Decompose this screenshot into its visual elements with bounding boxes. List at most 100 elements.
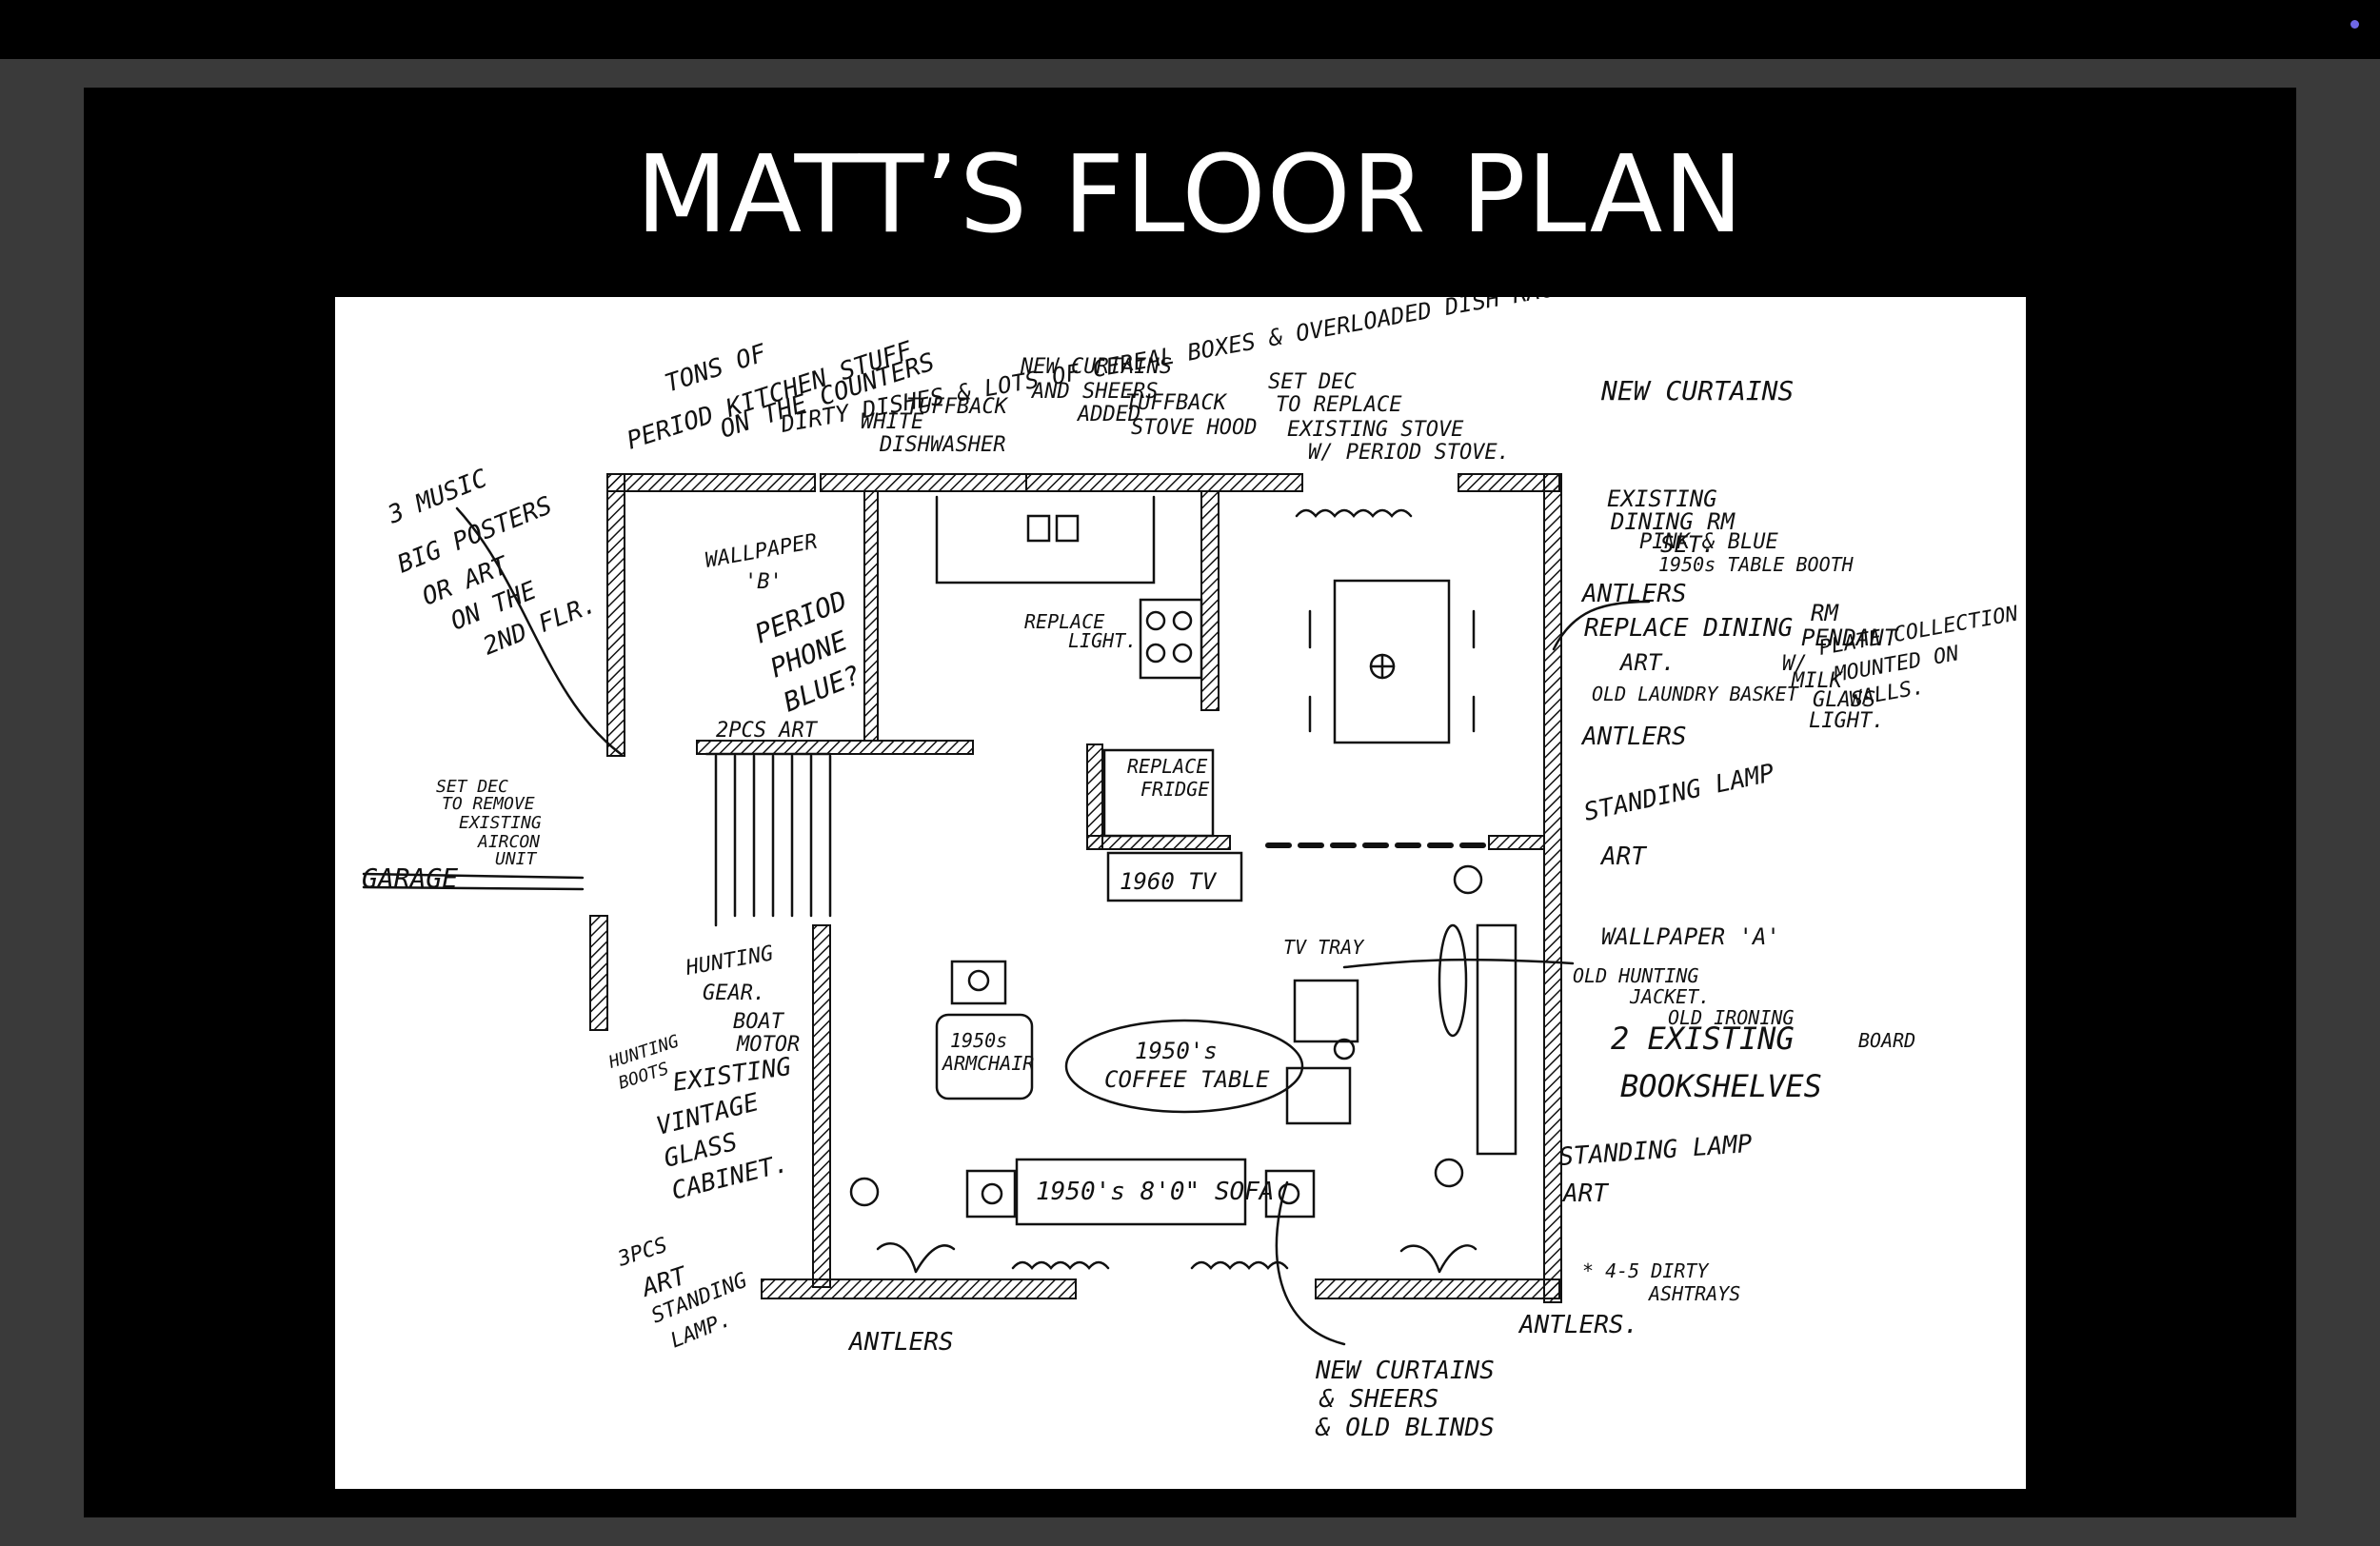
note-new-curtains-top: NEW CURTAINS [1600, 375, 1794, 406]
wall-left-living [812, 924, 831, 1288]
note-antlers-1: ANTLERS [1580, 580, 1687, 608]
slide[interactable]: MATT’S FLOOR PLAN [84, 88, 2296, 1517]
note-set-dec-aircon-1: SET DEC [436, 777, 508, 797]
floor-plan-drawing: TONS OF PERIOD KITCHEN STUFF ON THE COUN… [362, 297, 2020, 1442]
top-bar [0, 0, 2380, 59]
note-new-curtains-sheers-1: NEW CURTAINS [1020, 355, 1172, 379]
note-replace-light-1: REPLACE [1024, 610, 1104, 633]
wall-kitchen-dining [1200, 490, 1220, 711]
note-milk-glass-3: GLASS [1813, 688, 1875, 712]
sofa-outline [1015, 1158, 1247, 1226]
sketch-lines [362, 495, 1651, 1346]
note-wallpaper-a: WALLPAPER 'A' [1601, 923, 1780, 950]
note-wallpaper-b-1: WALLPAPER [704, 530, 820, 573]
note-set-dec-aircon-4: AIRCON [477, 832, 540, 852]
note-pink-blue-2: 1950s TABLE BOOTH [1658, 553, 1854, 576]
note-standing-lamp-2: STANDING LAMP [1557, 1130, 1753, 1172]
note-set-dec-stove-3: EXISTING STOVE [1287, 418, 1464, 442]
note-boat-motor-2: MOTOR [736, 1033, 800, 1057]
note-art-3: ART [1561, 1179, 1609, 1208]
note-bottom-curtains-1: NEW CURTAINS [1315, 1357, 1495, 1385]
floor-plan-sketch: TONS OF PERIOD KITCHEN STUFF ON THE COUN… [335, 297, 2026, 1489]
note-replace-light-2: LIGHT. [1068, 629, 1137, 652]
note-tuffback-2: WHITE [861, 410, 924, 434]
wall-hall-landing [696, 740, 974, 755]
note-tuffback-1: TUFFBACK [906, 395, 1009, 419]
slide-title: MATT’S FLOOR PLAN [635, 133, 1745, 257]
armchair-outline [935, 1013, 1034, 1100]
note-antlers-4: ANTLERS. [1517, 1311, 1638, 1339]
note-replace-pendant-3: PENDANT [1801, 624, 1899, 651]
note-antlers-3: ANTLERS [847, 1328, 954, 1357]
note-boat-motor-1: BOAT [733, 1010, 785, 1034]
note-new-curtains-sheers-3: ADDED [1076, 403, 1140, 426]
wall-top-right [1025, 473, 1303, 492]
tv-outline [1106, 851, 1243, 902]
note-wallpaper-b-2: 'B' [744, 570, 783, 594]
note-stove-hood-1: TUFFBACK [1125, 391, 1228, 415]
note-bookshelves-2: BOOKSHELVES [1620, 1068, 1822, 1104]
fridge-outline [1102, 748, 1215, 838]
wall-dining-stub [1488, 835, 1545, 850]
dining-table [1333, 579, 1451, 744]
annotations: TONS OF PERIOD KITCHEN STUFF ON THE COUN… [362, 297, 2020, 1442]
status-dot-icon [2350, 20, 2359, 29]
note-dining-set-1: EXISTING [1607, 486, 1717, 512]
note-ironing-board-2: BOARD [1858, 1029, 1915, 1052]
note-cabinet-2: VINTAGE [653, 1088, 762, 1141]
coffee-table-outline [1064, 1019, 1304, 1114]
note-garage: GARAGE [362, 862, 458, 894]
wall-right [1543, 473, 1562, 1303]
note-milk-glass-2: MILK [1791, 669, 1844, 693]
wall-top-mid [820, 473, 1027, 492]
note-set-dec-stove-1: SET DEC [1268, 370, 1357, 394]
note-hunting-gear-2: GEAR. [703, 981, 765, 1005]
note-replace-pendant-1: REPLACE DINING [1584, 614, 1793, 643]
note-set-dec-stove-2: TO REPLACE [1276, 393, 1402, 417]
wall-left-lower-stub [589, 915, 608, 1031]
note-antlers-2: ANTLERS [1580, 723, 1687, 751]
note-replace-fridge-2: FRIDGE [1140, 778, 1209, 801]
note-armchair-2: ARMCHAIR [941, 1052, 1034, 1075]
note-dining-set-3: SET. [1660, 531, 1716, 558]
wall-fridge-left [1086, 743, 1103, 850]
note-tv-tray: TV TRAY [1283, 936, 1365, 959]
note-hunting-gear-1: HUNTING [684, 941, 776, 981]
note-coffee-table-1: 1950's [1135, 1038, 1218, 1064]
note-coffee-table-2: COFFEE TABLE [1104, 1066, 1270, 1093]
note-armchair-1: 1950s [950, 1029, 1007, 1052]
walls [589, 473, 1562, 1303]
wall-stair-hall [863, 490, 879, 742]
note-three-pcs-art-1: 3PCS [614, 1234, 670, 1272]
note-replace-pendant-2: RM [1811, 600, 1839, 626]
wall-left-upper [606, 473, 625, 757]
note-laundry: OLD LAUNDRY BASKET [1592, 683, 1800, 705]
note-cabinet-1: EXISTING [671, 1053, 793, 1098]
note-milk-glass-4: LIGHT. [1809, 709, 1884, 733]
note-hunting-jacket-2: JACKET. [1629, 985, 1710, 1008]
wall-bottom-left [761, 1278, 1077, 1299]
note-set-dec-aircon-2: TO REMOVE [442, 794, 535, 814]
note-ashtrays-1: * 4-5 DIRTY [1582, 1259, 1710, 1282]
wall-top-left [606, 473, 816, 492]
wall-fridge-bottom [1086, 835, 1231, 850]
note-ironing-board-1: OLD IRONING [1668, 1006, 1794, 1029]
note-standing-lamp-1: STANDING LAMP [1581, 759, 1777, 827]
note-set-dec-aircon-5: UNIT [495, 849, 538, 869]
note-tv: 1960 TV [1120, 868, 1218, 895]
note-ashtrays-2: ASHTRAYS [1647, 1282, 1740, 1305]
note-new-curtains-sheers-2: AND SHEERS [1030, 380, 1158, 404]
note-bottom-curtains-2: & SHEERS [1319, 1385, 1438, 1414]
note-tuffback-3: DISHWASHER [879, 433, 1005, 457]
note-bottom-curtains-3: & OLD BLINDS [1315, 1414, 1495, 1442]
note-set-dec-stove-4: W/ PERIOD STOVE. [1308, 441, 1510, 465]
note-pink-blue-1: PINK & BLUE [1639, 530, 1778, 554]
note-milk-glass-1: W/ [1782, 652, 1808, 676]
note-art-1: ART. [1618, 649, 1676, 676]
note-hunting-jacket-1: OLD HUNTING [1573, 964, 1698, 987]
wall-bottom-right [1315, 1278, 1560, 1299]
stove-outline [1139, 598, 1203, 680]
note-set-dec-aircon-3: EXISTING [459, 813, 542, 833]
note-replace-fridge-1: REPLACE [1127, 755, 1207, 778]
note-stove-hood-2: STOVE HOOD [1131, 416, 1257, 440]
